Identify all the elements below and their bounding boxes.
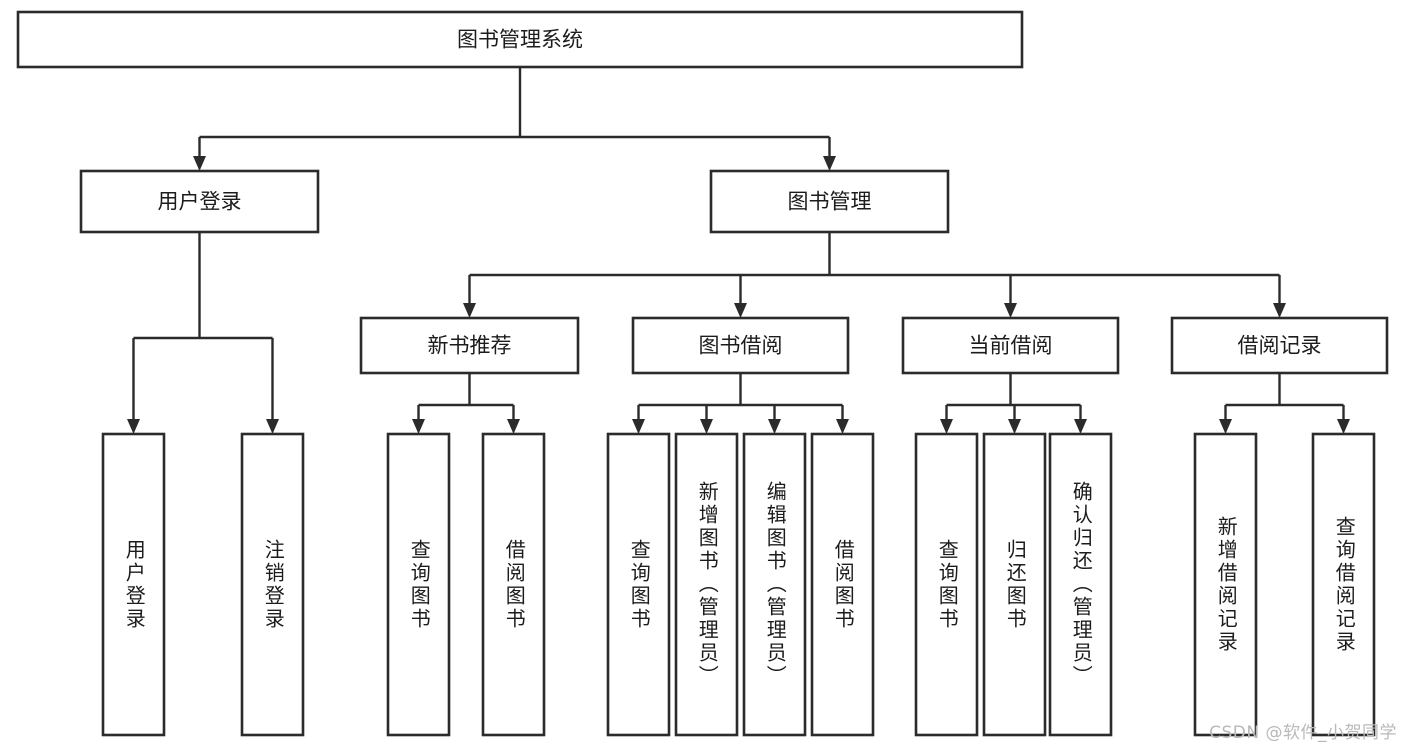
node-book-borrow[interactable]: 图书借阅: [631, 316, 850, 375]
node-leaf-confirm-return-box[interactable]: [1048, 432, 1113, 737]
node-borrow-record-box[interactable]: [1170, 316, 1389, 375]
node-root-system-box[interactable]: [16, 10, 1024, 69]
node-leaf-query-book-3-box[interactable]: [914, 432, 979, 737]
arrow-icon-l3-1-2: [768, 419, 781, 434]
arrow-icon-root-1: [823, 156, 836, 171]
arrow-icon-l3-3-1: [1337, 419, 1350, 434]
node-root-system-label: 图书管理系统: [457, 28, 583, 52]
node-book-manage[interactable]: 图书管理: [709, 169, 950, 234]
node-leaf-add-record-box[interactable]: [1193, 432, 1258, 737]
arrow-icon-user-login-0: [127, 419, 140, 434]
arrow-icon-l3-2-2: [1074, 419, 1087, 434]
arrow-icon-l3-1-3: [836, 419, 849, 434]
node-book-manage-label: 图书管理: [788, 190, 872, 214]
node-new-book-recommend[interactable]: 新书推荐: [359, 316, 580, 375]
arrow-icon-l3-0-1: [507, 419, 520, 434]
arrow-icon-book-manage-3: [1273, 303, 1286, 318]
arrow-icon-book-manage-0: [463, 303, 476, 318]
node-borrow-record[interactable]: 借阅记录: [1170, 316, 1389, 375]
node-new-book-recommend-label: 新书推荐: [428, 334, 512, 358]
node-leaf-add-book-box[interactable]: [674, 432, 739, 737]
node-leaf-edit-book-box[interactable]: [742, 432, 807, 737]
node-leaf-query-book-2-box[interactable]: [606, 432, 671, 737]
node-new-book-recommend-box[interactable]: [359, 316, 580, 375]
node-book-borrow-label: 图书借阅: [699, 334, 783, 358]
arrow-icon-root-0: [193, 156, 206, 171]
node-leaf-borrow-book-2-box[interactable]: [810, 432, 875, 737]
arrow-icon-l3-1-1: [700, 419, 713, 434]
watermark-credit: CSDN @软件_小贺同学: [1209, 723, 1397, 743]
node-user-login-box[interactable]: [79, 169, 320, 234]
node-user-login[interactable]: 用户登录: [79, 169, 320, 234]
arrow-icon-l3-2-1: [1008, 419, 1021, 434]
node-user-login-label: 用户登录: [158, 190, 242, 214]
node-book-manage-box[interactable]: [709, 169, 950, 234]
node-book-borrow-box[interactable]: [631, 316, 850, 375]
node-current-borrow[interactable]: 当前借阅: [901, 316, 1120, 375]
node-leaf-query-record-box[interactable]: [1311, 432, 1376, 737]
node-borrow-record-label: 借阅记录: [1238, 334, 1322, 358]
arrow-icon-book-manage-1: [734, 303, 747, 318]
node-leaf-user-logout-box[interactable]: [240, 432, 305, 737]
arrow-icon-l3-0-0: [412, 419, 425, 434]
node-leaf-borrow-book-1-box[interactable]: [481, 432, 546, 737]
arrow-icon-book-manage-2: [1004, 303, 1017, 318]
arrow-icon-l3-3-0: [1219, 419, 1232, 434]
node-current-borrow-box[interactable]: [901, 316, 1120, 375]
node-leaf-query-book-1-box[interactable]: [386, 432, 451, 737]
node-leaf-return-book-box[interactable]: [982, 432, 1047, 737]
node-leaf-user-login-box[interactable]: [101, 432, 166, 737]
node-current-borrow-label: 当前借阅: [969, 334, 1053, 358]
arrow-icon-l3-2-0: [940, 419, 953, 434]
arrow-icon-l3-1-0: [632, 419, 645, 434]
connectors-layer: [127, 67, 1350, 434]
arrow-icon-user-login-1: [266, 419, 279, 434]
node-root-system[interactable]: 图书管理系统: [16, 10, 1024, 69]
